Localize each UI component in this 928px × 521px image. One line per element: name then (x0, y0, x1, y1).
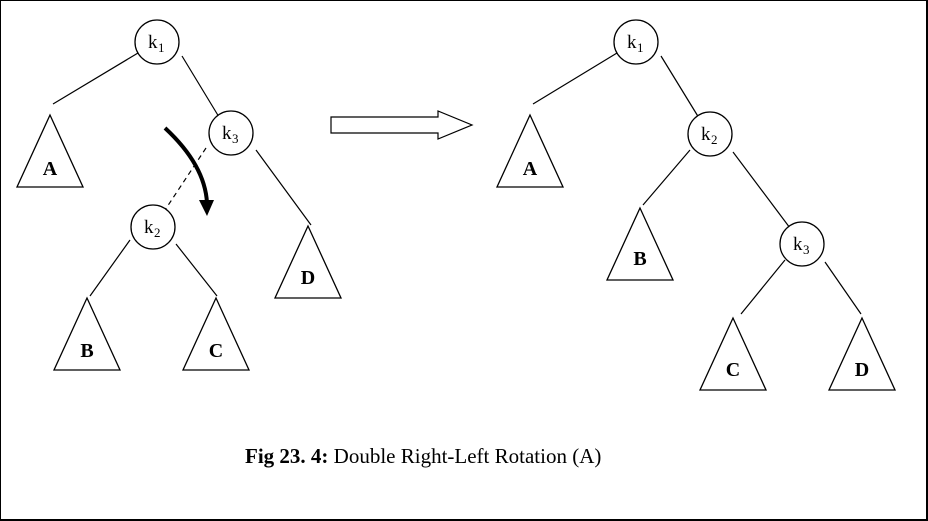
edge-k1-k3 (181, 55, 220, 118)
subtree-B-label: B (80, 340, 93, 362)
subtree-D: D (273, 224, 343, 299)
subtree-B-after: B (605, 206, 675, 281)
node-k1-after-sub: 1 (637, 40, 644, 55)
edge-k3-k2-dashed (164, 147, 207, 211)
node-k3: k 3 (208, 110, 254, 156)
subtree-C-label: C (209, 340, 223, 362)
edge-k1-A (52, 52, 139, 105)
subtree-D-label: D (301, 267, 315, 289)
node-k3-after: k 3 (779, 221, 825, 267)
tree-before: k 1 k 3 k 2 A D B C (15, 19, 343, 371)
node-k2-after-label: k (701, 124, 711, 145)
transform-arrow (330, 110, 474, 140)
edge-k2-C (175, 243, 218, 297)
caption-label: Fig 23. 4: (245, 444, 328, 468)
edge-k3-C-after (740, 259, 786, 315)
subtree-A-label: A (43, 158, 58, 180)
edge-k3-D-after (824, 261, 862, 315)
subtree-B-after-label: B (633, 248, 646, 270)
node-k3-after-sub: 3 (803, 242, 810, 257)
subtree-B: B (52, 296, 122, 371)
node-k1-label: k (148, 32, 158, 53)
subtree-D-after-label: D (855, 359, 869, 381)
node-k1-sub: 1 (158, 40, 165, 55)
node-k2: k 2 (130, 204, 176, 250)
node-k3-after-label: k (793, 234, 803, 255)
node-k3-sub: 3 (232, 131, 239, 146)
rotation-arrow (163, 126, 209, 204)
tree-after: k 1 k 2 k 3 A B C D (495, 19, 897, 391)
node-k1-after: k 1 (613, 19, 659, 65)
figure-caption: Fig 23. 4: Double Right-Left Rotation (A… (245, 444, 601, 468)
subtree-C-after-label: C (726, 359, 740, 381)
node-k2-after: k 2 (687, 111, 733, 157)
edge-k2-B-after (642, 149, 691, 206)
node-k3-label: k (222, 123, 232, 144)
edge-k2-B (89, 239, 131, 297)
subtree-A: A (15, 113, 85, 188)
node-k2-sub: 2 (154, 225, 161, 240)
edge-k3-D (255, 149, 312, 226)
subtree-A-after-label: A (523, 158, 538, 180)
node-k1-after-label: k (627, 32, 637, 53)
subtree-D-after: D (827, 316, 897, 391)
edge-k2-k3-after (732, 151, 791, 229)
caption-text: Double Right-Left Rotation (A) (328, 444, 601, 468)
node-k2-after-sub: 2 (711, 132, 718, 147)
edge-k1-A-after (532, 52, 618, 105)
edge-k1-k2-after (660, 55, 700, 119)
node-k1: k 1 (134, 19, 180, 65)
subtree-A-after: A (495, 113, 565, 188)
subtree-C: C (181, 296, 251, 371)
subtree-C-after: C (698, 316, 768, 391)
node-k2-label: k (144, 217, 154, 238)
rotation-arrow-head (199, 200, 214, 216)
